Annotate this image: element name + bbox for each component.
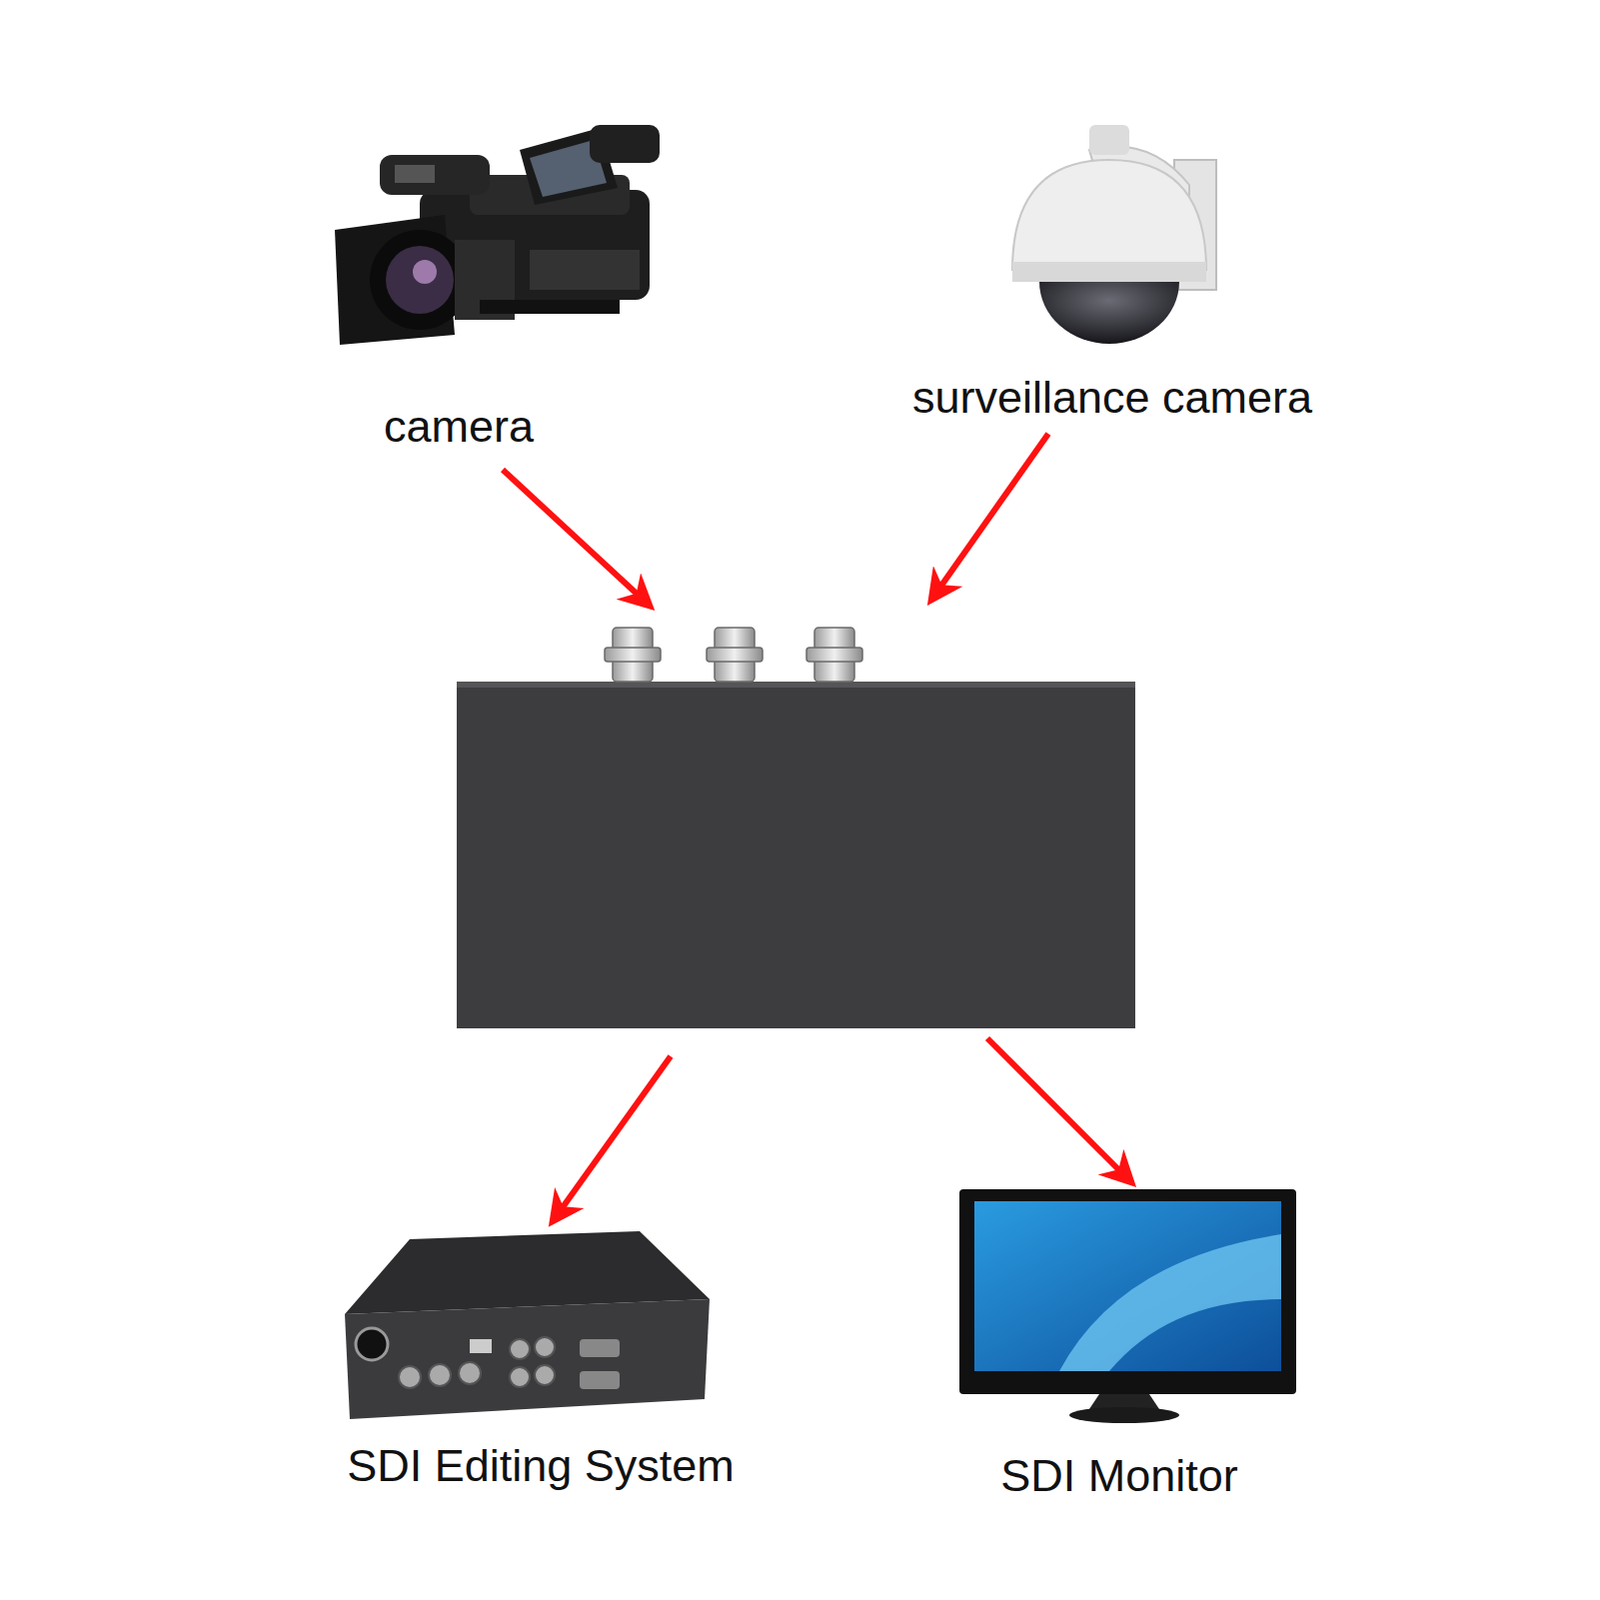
camcorder-picture [334,124,660,345]
device-label: camera [383,401,534,452]
monitor-picture [959,1189,1297,1424]
editing-system-picture [344,1231,710,1420]
device-label: SDI Monitor [1000,1451,1239,1502]
device-label: SDI Editing System [346,1441,735,1492]
dome-camera-picture [1012,124,1217,344]
sdi-splitter-picture [456,627,1136,1029]
signal-arrow [502,433,1132,1222]
device-label: surveillance camera [912,372,1313,423]
